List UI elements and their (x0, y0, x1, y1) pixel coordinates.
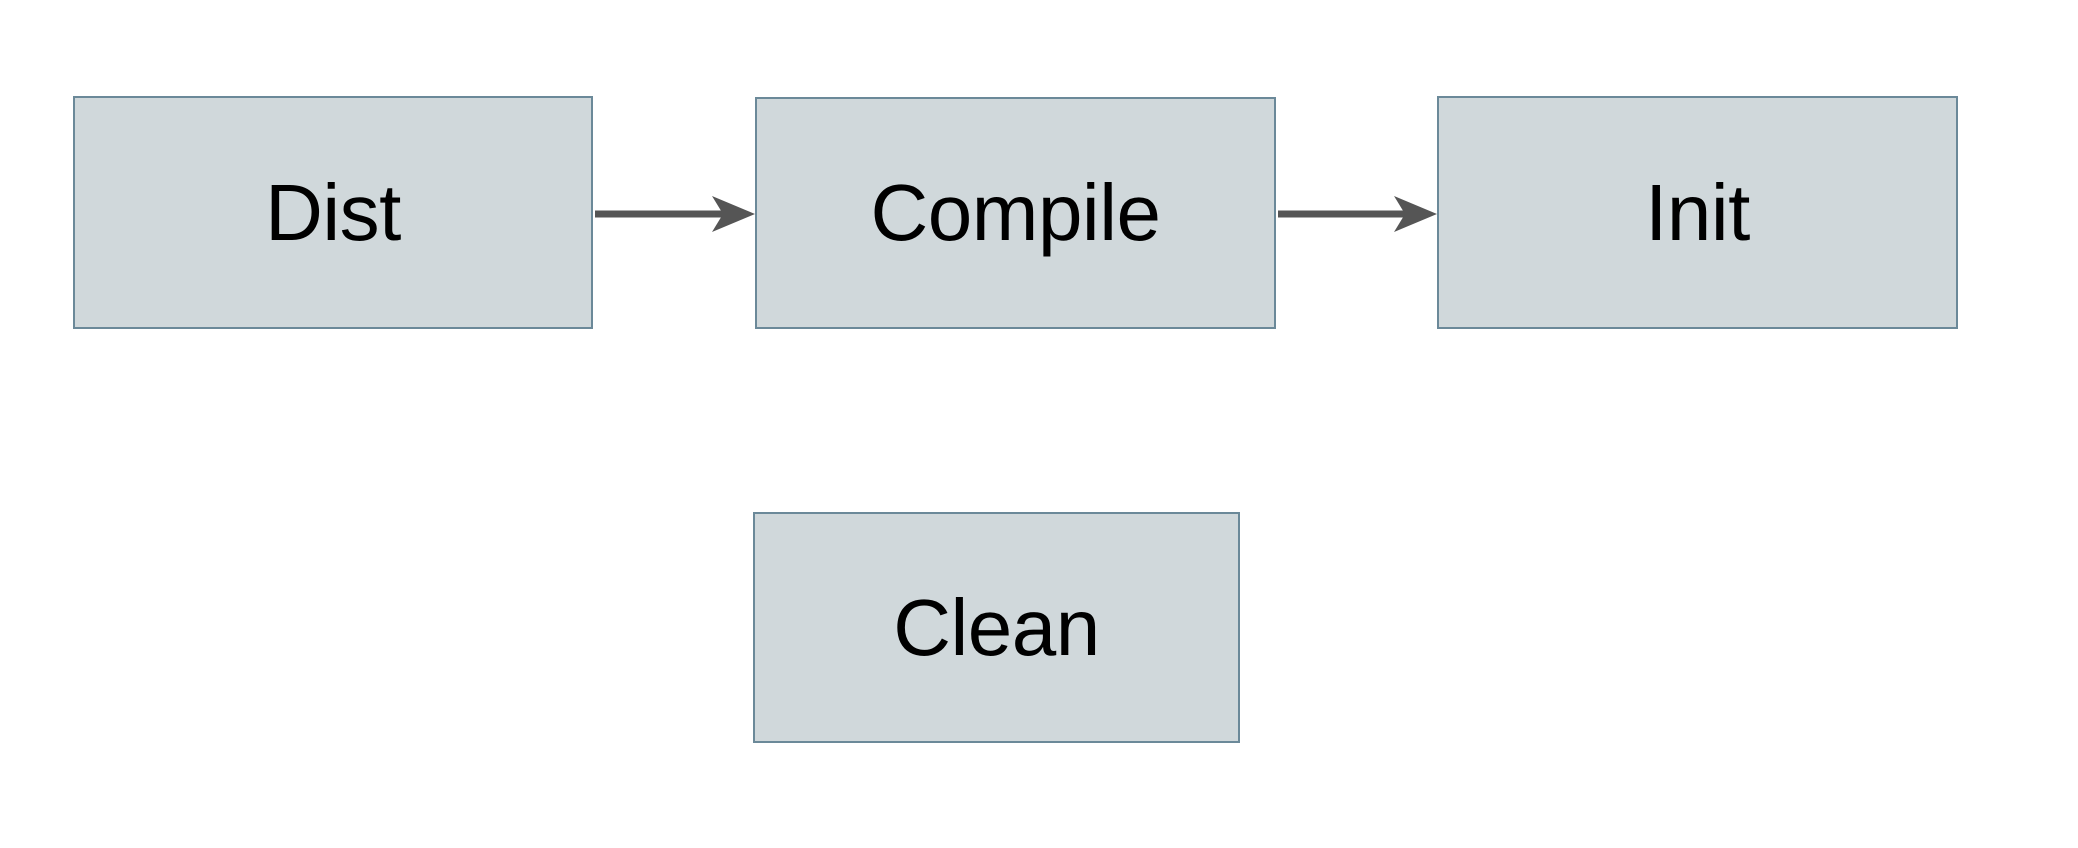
arrowhead-icon (1394, 196, 1437, 232)
edge-dist-to-compile[interactable] (593, 193, 757, 235)
node-init-label: Init (1645, 167, 1750, 257)
node-clean-label: Clean (893, 582, 1100, 672)
node-dist-label: Dist (265, 167, 401, 257)
node-compile[interactable]: Compile (755, 97, 1276, 329)
node-dist[interactable]: Dist (73, 96, 593, 329)
node-init[interactable]: Init (1437, 96, 1958, 329)
node-compile-label: Compile (870, 168, 1161, 257)
node-clean[interactable]: Clean (753, 512, 1240, 743)
edge-compile-to-init[interactable] (1276, 193, 1439, 235)
arrowhead-icon (712, 196, 755, 232)
